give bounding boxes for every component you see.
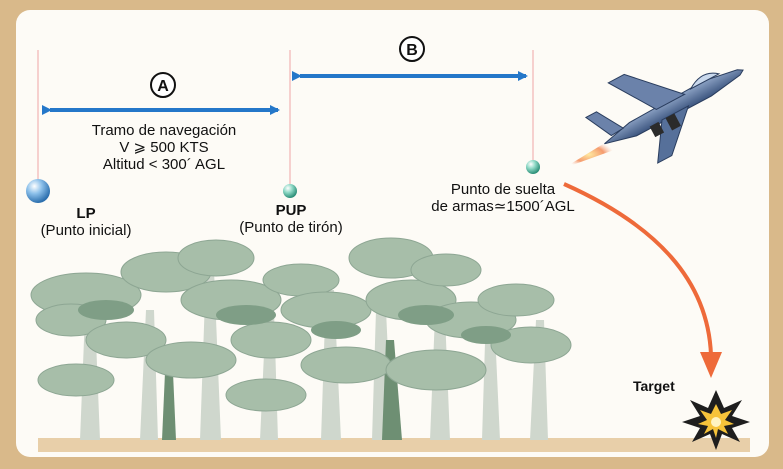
release-line-2: de armas≃1500´AGL [431, 197, 575, 215]
pup-name: PUP [275, 202, 307, 219]
ground-strip [38, 438, 750, 452]
exhaust-trail [564, 141, 614, 168]
pup-marker [283, 184, 297, 198]
release-point-label: Punto de suelta de armas≃1500´AGL [408, 181, 598, 216]
target-label: Target [633, 378, 675, 394]
jet-aircraft-icon [584, 69, 744, 164]
segment-a-line-1: Tramo de navegación [91, 122, 237, 139]
pup-label: PUP (Punto de tirón) [221, 202, 361, 237]
weapon-trajectory [563, 182, 713, 356]
explosion-icon [682, 390, 750, 450]
segment-a-letter: A [157, 78, 169, 95]
trajectory-arrowhead [700, 352, 722, 378]
segment-a-line-2: V ⩾ 500 KTS [119, 138, 209, 156]
lp-description: (Punto inicial) [40, 221, 132, 239]
release-line-1: Punto de suelta [450, 181, 556, 198]
diagram-panel: A B [16, 10, 769, 457]
lp-marker [26, 179, 50, 203]
segment-a-description: Tramo de navegación V ⩾ 500 KTS Altitud … [74, 122, 254, 173]
lp-label: LP (Punto inicial) [16, 205, 156, 240]
tree-canopy [30, 237, 572, 440]
pup-description: (Punto de tirón) [239, 218, 343, 236]
segment-b-badge: B [399, 36, 425, 62]
segment-a-badge: A [150, 72, 176, 98]
diagram-canvas: A B [26, 36, 750, 452]
segment-b-letter: B [406, 42, 418, 59]
lp-name: LP [76, 205, 96, 222]
segment-a-line-3: Altitud < 300´ AGL [102, 155, 226, 173]
release-marker [526, 160, 540, 174]
